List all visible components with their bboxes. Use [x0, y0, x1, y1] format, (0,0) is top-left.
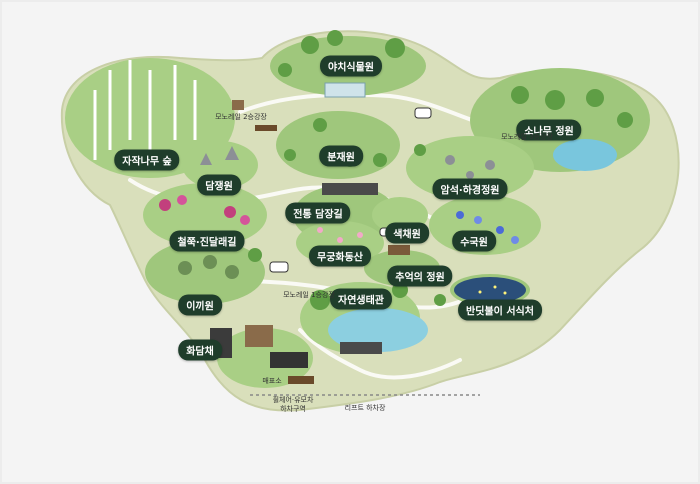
label-traditional-wall[interactable]: 전통 담장길 [285, 202, 351, 224]
label-birch-forest[interactable]: 자작나무 숲 [114, 149, 180, 171]
firefly-pond [454, 277, 526, 303]
label-color-garden[interactable]: 색채원 [385, 222, 429, 244]
flowers [159, 195, 519, 295]
label-firefly[interactable]: 반딧불이 서식처 [458, 299, 542, 321]
label-moss[interactable]: 이끼원 [178, 294, 222, 316]
label-mugunghwa[interactable]: 무궁화동산 [309, 245, 371, 267]
label-cafe[interactable]: 매표소 [262, 377, 282, 385]
label-pine[interactable]: 소나무 정원 [516, 119, 582, 141]
label-ecology-hall[interactable]: 자연생태관 [330, 288, 392, 310]
label-bonsai[interactable]: 분재원 [319, 145, 363, 167]
label-memory-garden[interactable]: 추억의 정원 [387, 265, 453, 287]
label-moss-stone-wall[interactable]: 담쟁원 [197, 174, 241, 196]
trees [248, 30, 633, 310]
label-monorail-1[interactable]: 모노레일 1승강장 [283, 291, 335, 299]
label-monorail-3[interactable]: 모노레일 3승강장 [501, 133, 553, 141]
label-lift-dropoff[interactable]: 리프트 하차장 [344, 404, 386, 412]
label-wild-plants[interactable]: 야치식물원 [320, 55, 382, 77]
label-royal-azalea[interactable]: 철쭉·진달래길 [169, 230, 245, 252]
wheelchair-area-text: 하차구역 [280, 405, 306, 413]
birch-trees [93, 60, 197, 160]
label-greenhouse[interactable]: 화담채 [178, 339, 222, 361]
ecology-pond [328, 308, 428, 352]
label-monorail-2[interactable]: 모노레일 2승강장 [215, 113, 267, 121]
label-chrysanthemum[interactable]: 수국원 [452, 230, 496, 252]
wheelchair-stroller-text: 휠체어·유모차 [272, 396, 314, 404]
label-rock-garden[interactable]: 암석·하경정원 [432, 178, 508, 200]
pine-pond [553, 139, 617, 171]
walking-path [128, 92, 562, 380]
rocks [178, 146, 495, 279]
label-wheelchair-stroller[interactable]: 휠체어·유모차 하차구역 [273, 396, 314, 414]
